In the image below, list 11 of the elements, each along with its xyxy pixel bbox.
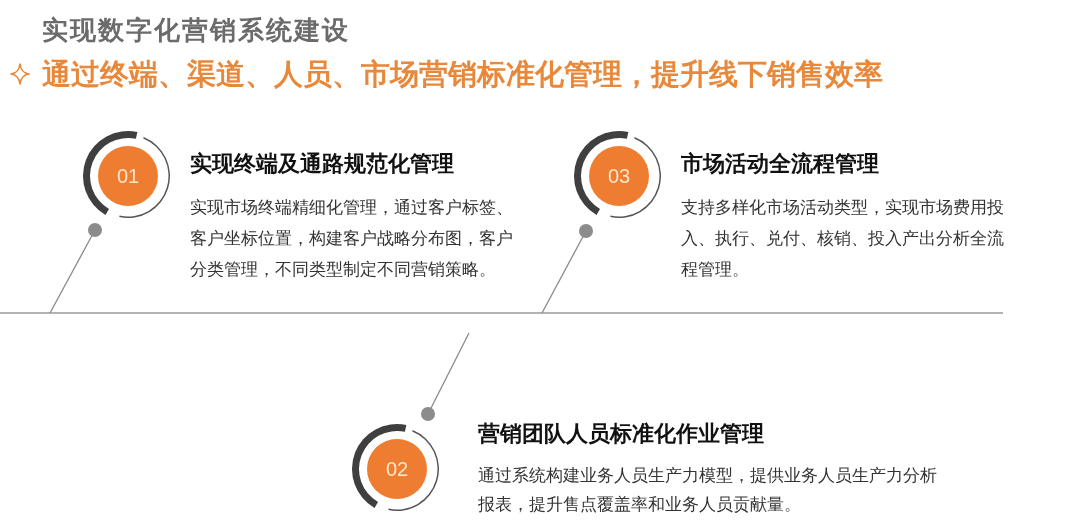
step-description: 通过系统构建业务人员生产力模型，提供业务人员生产力分析报表，提升售点覆盖率和业务人员贡献量。: [478, 465, 938, 515]
subtitle: 通过终端、渠道、人员、市场营销标准化管理，提升线下销售效率: [42, 57, 883, 92]
number-circle: 02: [367, 439, 427, 499]
step-heading: 市场活动全流程管理: [681, 150, 879, 178]
number-circle: 01: [98, 146, 158, 206]
number-circle: 03: [589, 146, 649, 206]
step-heading: 营销团队人员标准化作业管理: [478, 420, 764, 448]
step-heading: 实现终端及通路规范化管理: [190, 150, 454, 178]
page-title: 实现数字化营销系统建设: [42, 14, 350, 46]
step-description: 实现市场终端精细化管理，通过客户标签、客户坐标位置，构建客户战略分布图，客户分类管理，不同类型制定不同营销策略。: [190, 197, 514, 280]
step-description: 支持多样化市场活动类型，实现市场费用投入、执行、兑付、核销、投入产出分析全流程管理。: [681, 197, 1005, 280]
